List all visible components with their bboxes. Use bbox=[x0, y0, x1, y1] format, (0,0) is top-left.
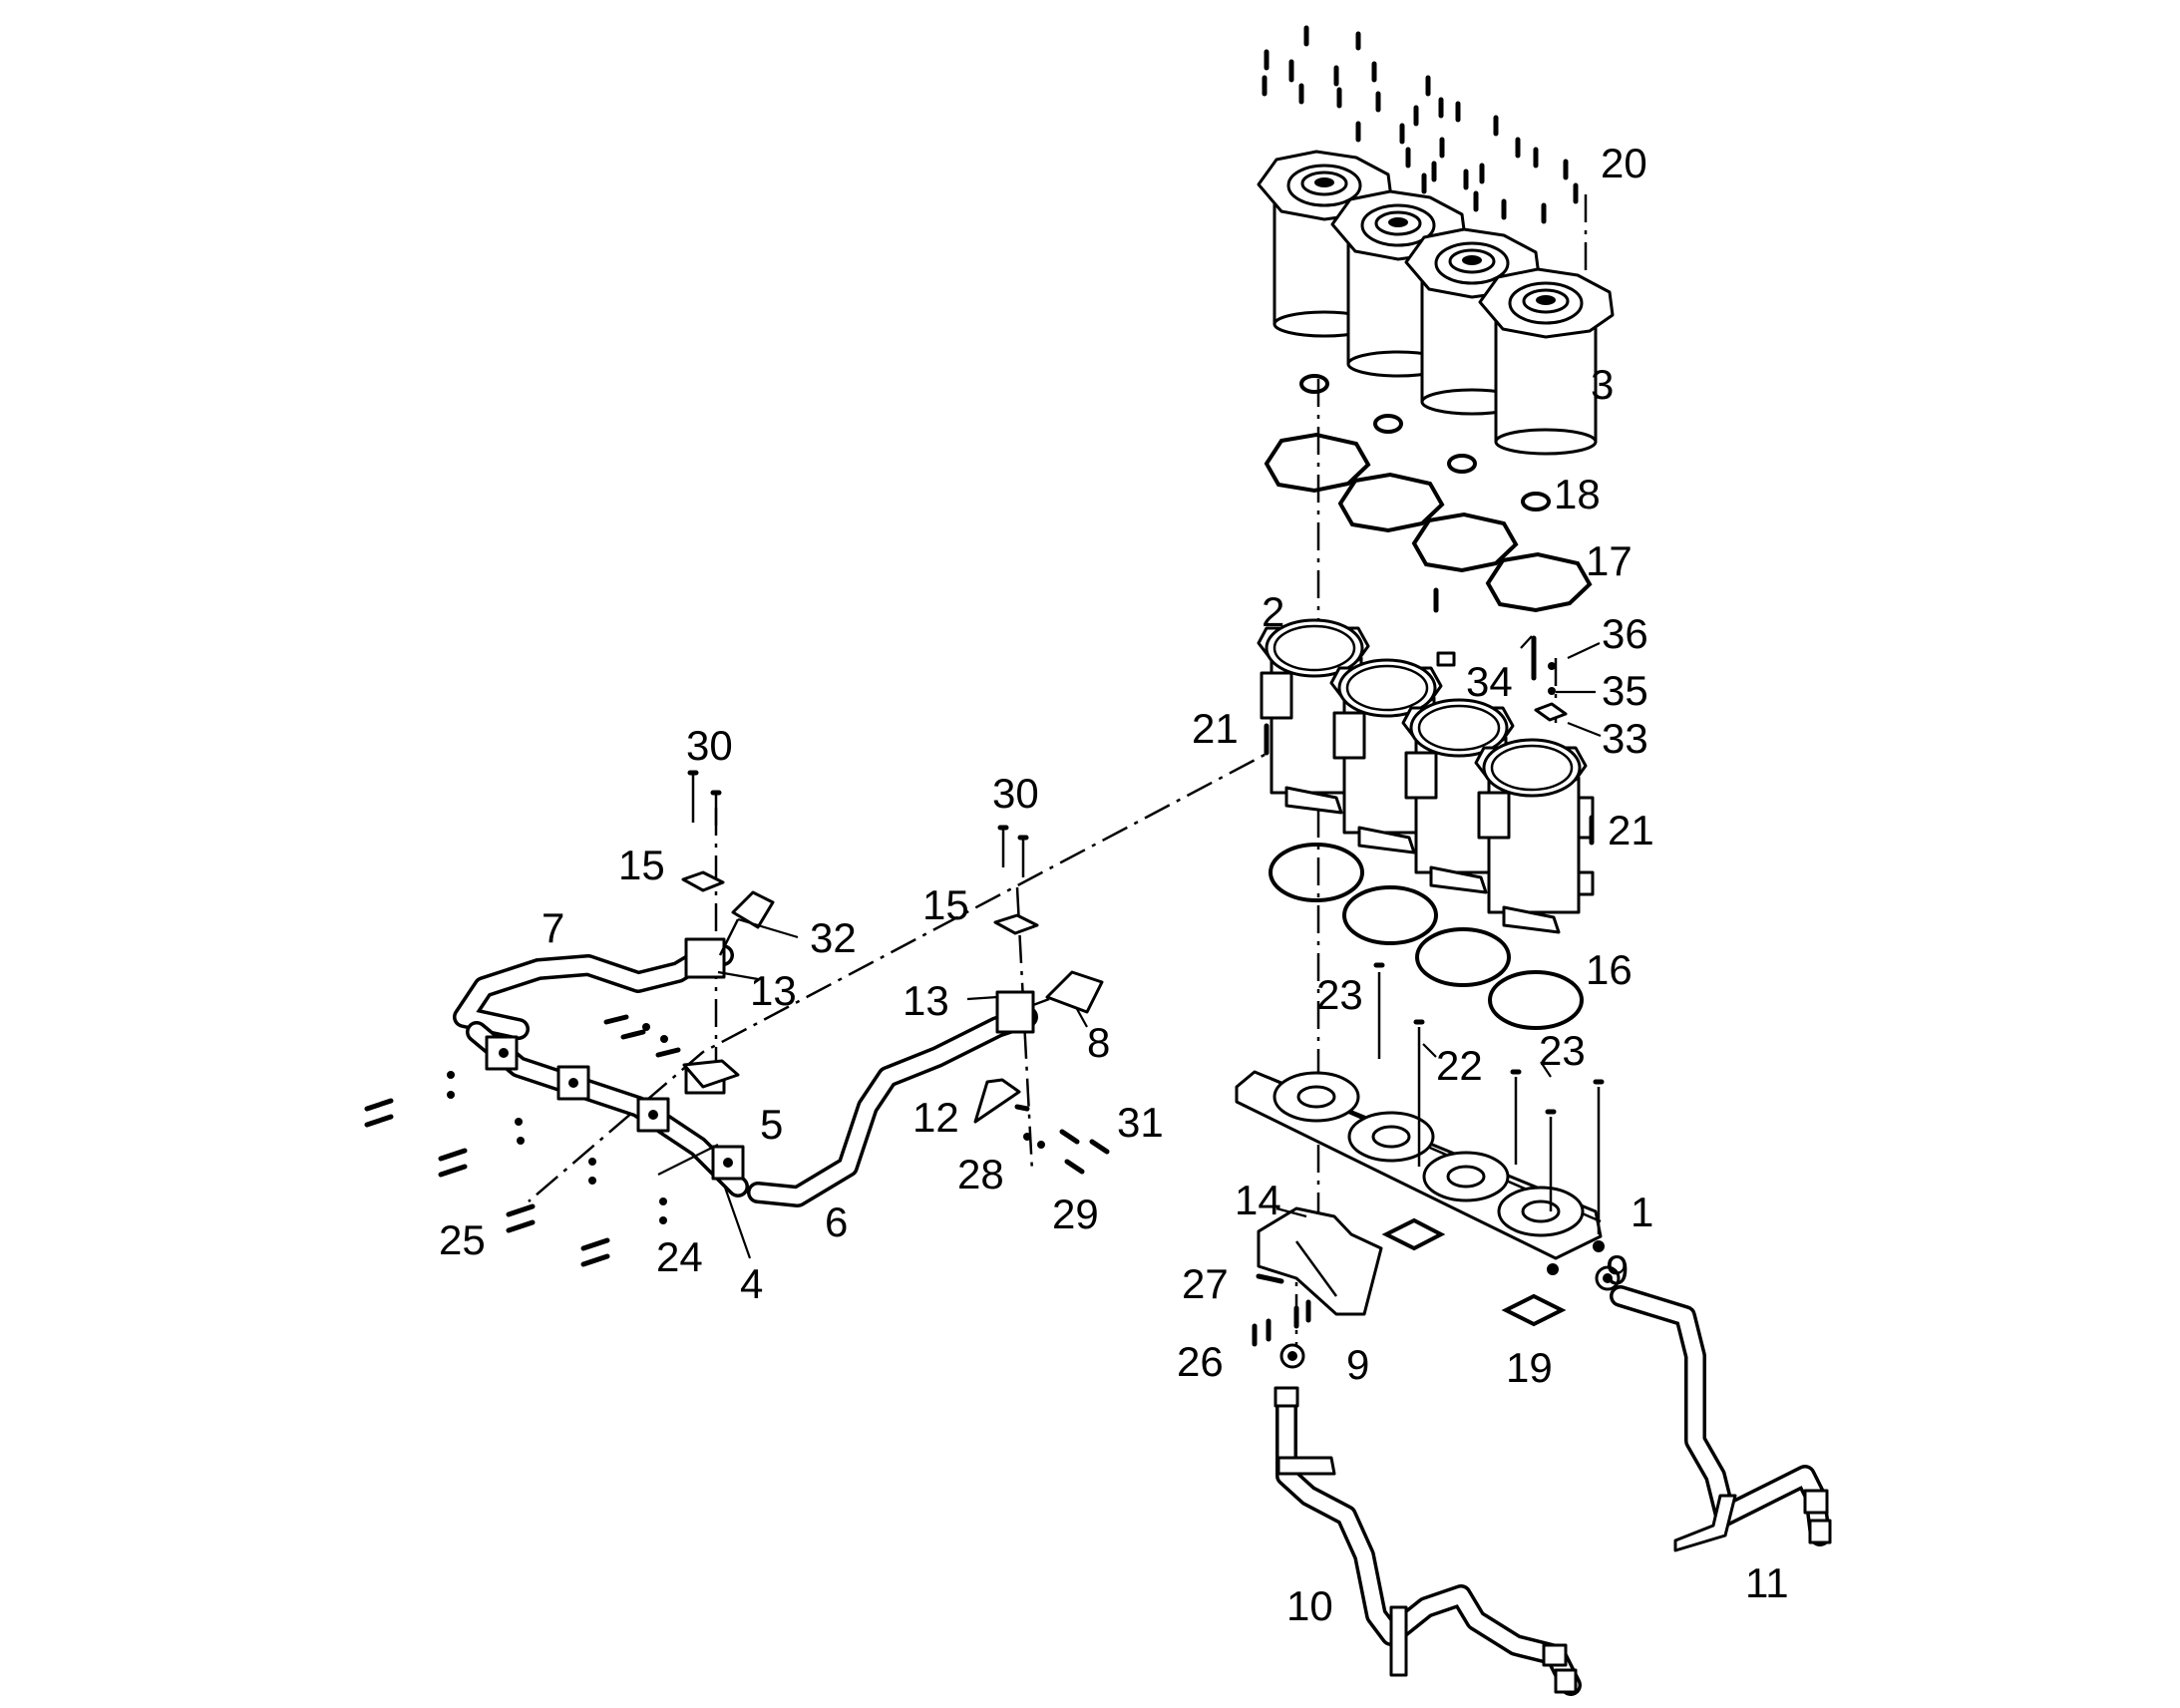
callout-7: 7 bbox=[542, 904, 564, 951]
bolts-30 bbox=[687, 770, 1029, 877]
callout-13-right: 13 bbox=[903, 977, 949, 1024]
o-rings-18 bbox=[1299, 374, 1551, 512]
callout-34: 34 bbox=[1466, 658, 1513, 705]
leader-lines bbox=[657, 635, 1602, 1259]
callout-16: 16 bbox=[1586, 946, 1633, 993]
callout-28: 28 bbox=[957, 1151, 1004, 1197]
canister-4 bbox=[1478, 267, 1615, 456]
screws-25 bbox=[364, 1098, 610, 1267]
small-bolts-near-5 bbox=[603, 1014, 681, 1058]
callout-12: 12 bbox=[912, 1094, 959, 1141]
callout-9-lower: 9 bbox=[1346, 1341, 1369, 1388]
callout-13-left: 13 bbox=[750, 967, 797, 1014]
small-parts-33-36 bbox=[1264, 587, 1595, 846]
callout-32: 32 bbox=[810, 914, 857, 961]
callout-14: 14 bbox=[1235, 1177, 1281, 1223]
callout-17: 17 bbox=[1586, 537, 1633, 584]
tube-11 bbox=[1610, 1285, 1832, 1552]
callout-5: 5 bbox=[760, 1101, 783, 1148]
callout-2: 2 bbox=[1262, 588, 1284, 635]
clamp-13-right bbox=[995, 990, 1035, 1034]
callout-19: 19 bbox=[1506, 1344, 1553, 1391]
callout-26: 26 bbox=[1177, 1338, 1224, 1385]
callout-23-right: 23 bbox=[1539, 1027, 1586, 1074]
callout-8: 8 bbox=[1087, 1019, 1110, 1066]
fittings-9 bbox=[1279, 1265, 1621, 1369]
nuts-24 bbox=[447, 1071, 667, 1224]
bolts-22-23 bbox=[1373, 962, 1605, 1234]
tube-10 bbox=[1273, 1386, 1582, 1696]
callout-15-right: 15 bbox=[922, 881, 969, 928]
clamp-13-left bbox=[682, 937, 740, 1095]
callout-15-left: 15 bbox=[618, 842, 665, 888]
callout-23-left: 23 bbox=[1316, 971, 1363, 1018]
callout-18: 18 bbox=[1554, 471, 1601, 517]
callout-6: 6 bbox=[825, 1198, 848, 1245]
callout-31: 31 bbox=[1117, 1099, 1164, 1146]
connector-chain-4-5 bbox=[466, 1021, 749, 1197]
filter-canister-set-3 bbox=[1257, 150, 1615, 456]
callout-30-left: 30 bbox=[686, 722, 733, 769]
callout-24: 24 bbox=[656, 1233, 703, 1280]
callout-21-right: 21 bbox=[1608, 807, 1654, 854]
callout-35: 35 bbox=[1602, 667, 1648, 714]
tube-7 bbox=[453, 944, 734, 1040]
callout-27: 27 bbox=[1182, 1260, 1229, 1307]
gaskets-16 bbox=[1269, 843, 1584, 1030]
callout-21-left: 21 bbox=[1192, 705, 1239, 752]
callout-20: 20 bbox=[1601, 140, 1647, 186]
callout-33: 33 bbox=[1602, 715, 1648, 762]
callout-11: 11 bbox=[1745, 1559, 1789, 1606]
callout-36: 36 bbox=[1602, 610, 1648, 657]
callout-30-right: 30 bbox=[992, 770, 1039, 817]
filter-housing-set-2 bbox=[1257, 618, 1595, 934]
connector-8 bbox=[1032, 970, 1104, 1014]
callout-10: 10 bbox=[1286, 1582, 1333, 1629]
bracket-14 bbox=[1252, 1206, 1383, 1347]
callout-25: 25 bbox=[439, 1216, 486, 1263]
callout-1: 1 bbox=[1631, 1189, 1653, 1235]
bracket-12 bbox=[973, 1078, 1110, 1175]
callout-3: 3 bbox=[1591, 361, 1614, 408]
tube-6 bbox=[747, 1006, 1038, 1207]
callout-22: 22 bbox=[1436, 1042, 1483, 1089]
callout-4: 4 bbox=[740, 1260, 763, 1307]
square-gaskets bbox=[1381, 1217, 1567, 1327]
callout-labels: 20 3 18 17 2 36 34 35 33 21 21 16 23 22 … bbox=[439, 140, 1789, 1629]
callout-29: 29 bbox=[1052, 1191, 1099, 1237]
bolt-set-20 bbox=[1262, 25, 1579, 224]
seals-17 bbox=[1264, 432, 1593, 613]
callout-9-right: 9 bbox=[1606, 1246, 1629, 1293]
plates-15 bbox=[681, 870, 1039, 935]
